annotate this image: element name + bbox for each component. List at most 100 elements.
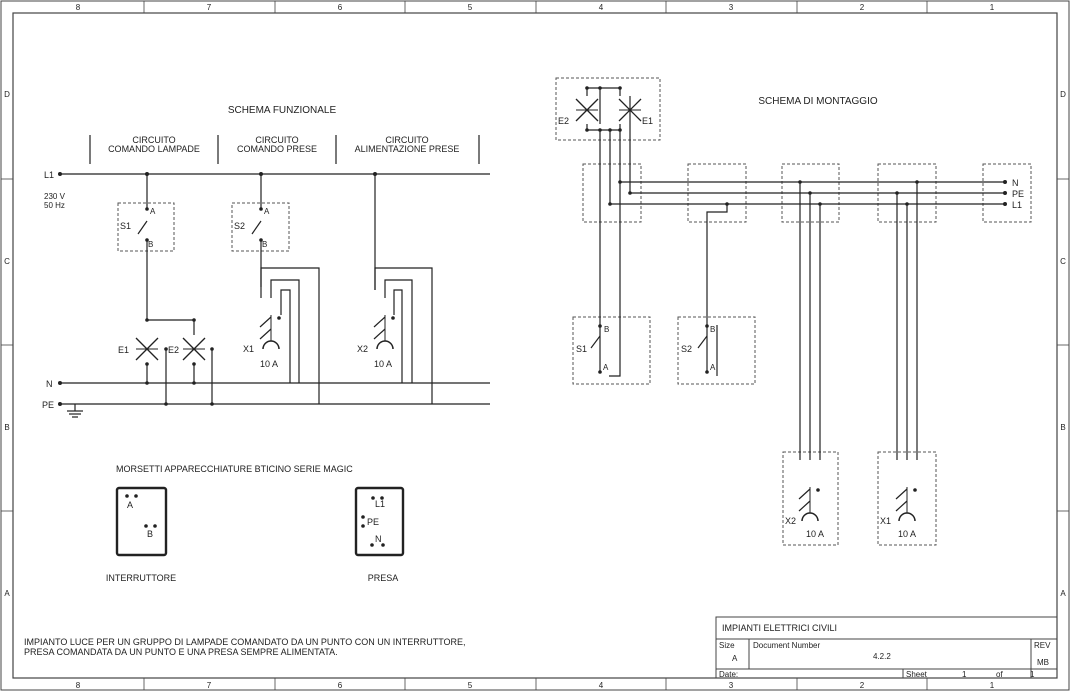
x1-label: X1 <box>243 344 254 354</box>
assembly-s1-term-b: B <box>604 325 609 334</box>
lamp-e2-icon <box>182 337 206 361</box>
description-line2: PRESA COMANDATA DA UN PUNTO E UNA PRESA … <box>24 647 338 657</box>
x2-label: X2 <box>357 344 368 354</box>
col-label: 1 <box>990 681 995 690</box>
row-label: B <box>4 423 9 432</box>
col-label: 8 <box>76 3 81 12</box>
switch-terminal-plate: A B <box>115 486 168 557</box>
socket-caption: PRESA <box>368 573 399 583</box>
x2-rating: 10 A <box>374 359 392 369</box>
row-label: C <box>1060 257 1066 266</box>
socket-terminal-n: N <box>375 534 382 544</box>
supply-l1-label: L1 <box>1012 200 1022 210</box>
socket-x1: X1 10 A <box>243 267 320 404</box>
voltage-label: 230 V <box>44 192 66 201</box>
circuit-lamps-line2: COMANDO LAMPADE <box>108 144 200 154</box>
socket-x1-icon <box>259 314 280 350</box>
circuit-lamps-line1: CIRCUITO <box>132 135 175 145</box>
border-column-labels: 8 7 6 5 4 3 2 1 8 7 6 5 4 3 2 1 <box>76 3 995 690</box>
l1-label: L1 <box>44 170 54 180</box>
s2-label: S2 <box>234 221 245 231</box>
s2-term-b: B <box>262 240 267 249</box>
col-label: 6 <box>338 3 343 12</box>
e1-label: E1 <box>118 345 129 355</box>
switch-terminal-a: A <box>127 500 133 510</box>
size-label: Size <box>719 641 735 650</box>
switch-caption: INTERRUTTORE <box>106 573 176 583</box>
switch-s1-assembly: S1 B A <box>576 324 609 374</box>
socket-x2-assembly-icon <box>798 486 819 522</box>
socket-x2-icon <box>373 314 394 350</box>
supply-pe-label: PE <box>1012 189 1024 199</box>
col-label: 5 <box>468 681 473 690</box>
terminals-title: MORSETTI APPARECCHIATURE BTICINO SERIE M… <box>116 464 353 474</box>
docnum-label: Document Number <box>753 641 820 650</box>
col-label: 6 <box>338 681 343 690</box>
functional-title: SCHEMA FUNZIONALE <box>228 105 337 116</box>
row-label: B <box>1060 423 1065 432</box>
s1-term-a: A <box>150 207 156 216</box>
col-label: 7 <box>207 681 212 690</box>
e2-label: E2 <box>168 345 179 355</box>
lamp-e1-icon <box>135 337 159 361</box>
switch-s1: S1 A B <box>117 172 175 320</box>
lamp-e2-assembly-icon <box>575 98 599 122</box>
socket-terminal-l1: L1 <box>375 499 385 509</box>
col-label: 8 <box>76 681 81 690</box>
circuit-sockets-line2: COMANDO PRESE <box>237 144 317 154</box>
col-label: 4 <box>599 681 604 690</box>
title-block-title: IMPIANTI ELETTRICI CIVILI <box>722 623 837 633</box>
switch-terminal-b: B <box>147 529 153 539</box>
functional-schematic: SCHEMA FUNZIONALE CIRCUITO COMANDO LAMPA… <box>42 105 490 418</box>
terminal-layouts: MORSETTI APPARECCHIATURE BTICINO SERIE M… <box>106 464 405 583</box>
of-label: of <box>996 670 1003 679</box>
row-label: A <box>4 589 10 598</box>
border-row-labels: D C B A D C B A <box>4 90 1066 598</box>
col-label: 2 <box>860 3 865 12</box>
socket-terminal-plate: L1 PE N <box>354 486 405 557</box>
sheet-label: Sheet <box>906 670 928 679</box>
switch-s2-assembly: S2 B A <box>681 324 716 374</box>
s1-label: S1 <box>120 221 131 231</box>
x1-rating: 10 A <box>260 359 278 369</box>
col-label: 4 <box>599 3 604 12</box>
circuit-sockets-line1: CIRCUITO <box>255 135 298 145</box>
of-value: 1 <box>1030 670 1035 679</box>
supply-rails <box>60 173 490 418</box>
supply-n-label: N <box>1012 178 1019 188</box>
col-label: 7 <box>207 3 212 12</box>
socket-x1-assembly-icon <box>895 486 916 522</box>
n-label: N <box>46 379 53 389</box>
assembly-wiring <box>586 87 1005 460</box>
size-value: A <box>732 654 738 663</box>
assembly-x2-label: X2 <box>785 516 796 526</box>
row-label: D <box>1060 90 1066 99</box>
docnum-value: 4.2.2 <box>873 652 891 661</box>
col-label: 1 <box>990 3 995 12</box>
description-line1: IMPIANTO LUCE PER UN GRUPPO DI LAMPADE C… <box>24 637 466 647</box>
socket-x2: X2 10 A <box>357 172 433 404</box>
pe-label: PE <box>42 400 54 410</box>
assembly-title: SCHEMA DI MONTAGGIO <box>758 96 877 107</box>
row-label: A <box>1060 589 1066 598</box>
rev-label: REV <box>1034 641 1051 650</box>
assembly-s2-label: S2 <box>681 344 692 354</box>
frequency-label: 50 Hz <box>44 201 65 210</box>
col-label: 3 <box>729 681 734 690</box>
assembly-diagram: SCHEMA DI MONTAGGIO E2 E1 <box>555 77 1032 546</box>
col-label: 2 <box>860 681 865 690</box>
circuit-headers <box>89 135 480 164</box>
circuit-supply-line2: ALIMENTAZIONE PRESE <box>355 144 460 154</box>
assembly-x1-label: X1 <box>880 516 891 526</box>
row-label: D <box>4 90 10 99</box>
col-label: 5 <box>468 3 473 12</box>
junction-boxes <box>555 77 1032 546</box>
assembly-x2-rating: 10 A <box>806 529 824 539</box>
lamps-branch <box>146 319 213 404</box>
sheet-value: 1 <box>962 670 967 679</box>
row-label: C <box>4 257 10 266</box>
assembly-s2-term-a: A <box>710 363 716 372</box>
circuit-supply-line1: CIRCUITO <box>385 135 428 145</box>
